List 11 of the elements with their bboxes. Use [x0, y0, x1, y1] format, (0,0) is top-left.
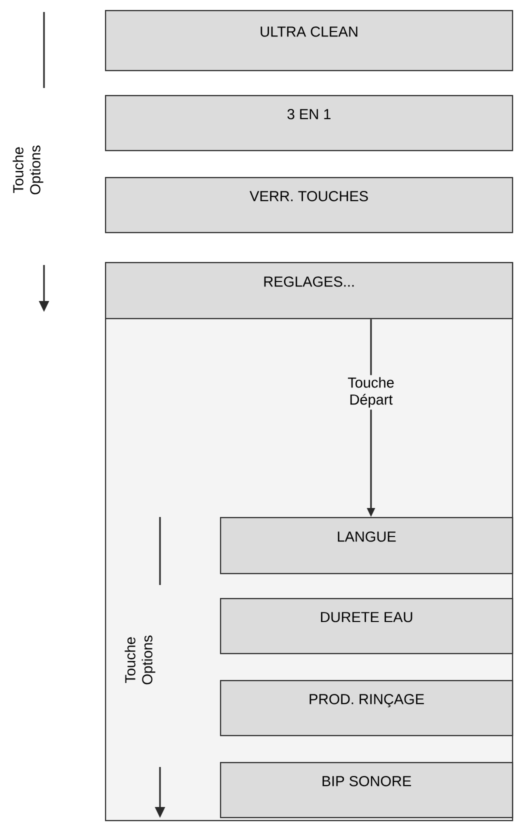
menu-box: REGLAGES... [105, 262, 514, 320]
key-label: Touche Options [124, 636, 156, 684]
key-label: Touche Options [12, 146, 44, 194]
menu-box: BIP SONORE [220, 762, 514, 818]
menu-box: VERR. TOUCHES [105, 177, 514, 234]
edge-label: Touche Départ [334, 375, 408, 410]
menu-box: PROD. RINÇAGE [220, 680, 514, 736]
menu-box: LANGUE [220, 517, 514, 574]
menu-box: ULTRA CLEAN [105, 10, 514, 72]
menu-box: 3 EN 1 [105, 95, 514, 152]
menu-box: DURETE EAU [220, 598, 514, 654]
